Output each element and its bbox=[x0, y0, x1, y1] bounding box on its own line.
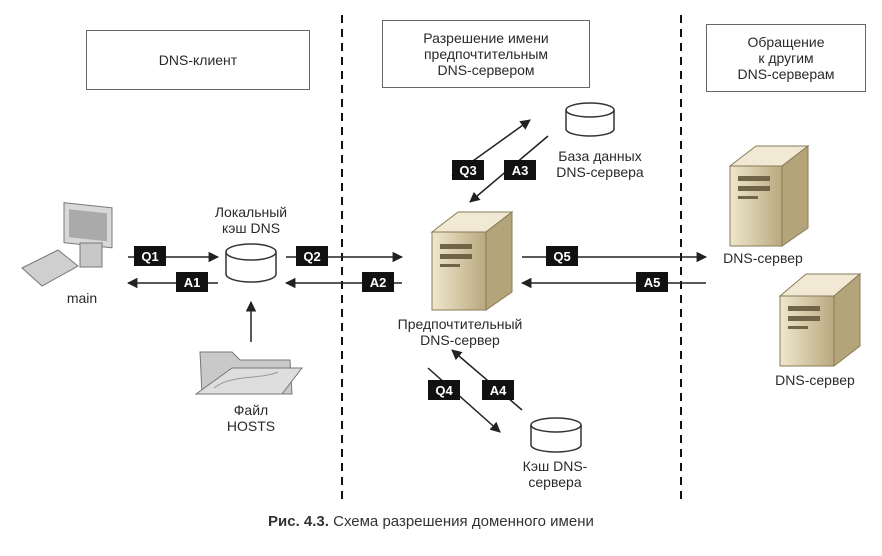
header-resolution-line-1: Разрешение имени bbox=[423, 30, 549, 46]
header-other-line-2: к другим bbox=[758, 50, 814, 66]
dns-server-1-icon bbox=[728, 144, 810, 247]
computer-icon bbox=[21, 202, 113, 287]
tag-q2: Q2 bbox=[296, 246, 328, 266]
server-cache-icon bbox=[530, 417, 582, 453]
label-database-line-1: База данных bbox=[558, 148, 642, 164]
label-main: main bbox=[66, 290, 98, 306]
tag-a3: A3 bbox=[504, 160, 536, 180]
label-local-cache-line-2: кэш DNS bbox=[221, 220, 281, 236]
label-hosts-line-1: Файл bbox=[233, 402, 269, 418]
label-database: База данных DNS-сервера bbox=[540, 148, 660, 180]
local-cache-icon bbox=[225, 243, 277, 283]
tag-a1: A1 bbox=[176, 272, 208, 292]
header-other-servers: Обращение к другим DNS-серверам bbox=[706, 24, 866, 92]
tag-a2: A2 bbox=[362, 272, 394, 292]
header-resolution-line-3: DNS-сервером bbox=[437, 62, 535, 78]
header-other-line-3: DNS-серверам bbox=[737, 66, 835, 82]
header-resolution-line-2: предпочтительным bbox=[423, 46, 549, 62]
tag-q1: Q1 bbox=[134, 246, 166, 266]
tag-a5: A5 bbox=[636, 272, 668, 292]
label-hosts: Файл HOSTS bbox=[206, 402, 296, 434]
label-local-cache-line-1: Локальный bbox=[214, 204, 288, 220]
arrow-q4 bbox=[427, 367, 501, 433]
caption-text: Схема разрешения доменного имени bbox=[333, 513, 594, 530]
label-preferred-line-1: Предпочтительный bbox=[397, 316, 523, 332]
preferred-server-icon bbox=[430, 210, 514, 311]
label-server-cache-line-1: Кэш DNS- bbox=[522, 458, 588, 474]
label-local-cache: Локальный кэш DNS bbox=[196, 204, 306, 236]
tag-q3: Q3 bbox=[452, 160, 484, 180]
label-dns-server-1: DNS-сервер bbox=[723, 250, 803, 266]
label-preferred-line-2: DNS-сервер bbox=[420, 332, 500, 348]
label-server-cache: Кэш DNS- сервера bbox=[500, 458, 610, 490]
header-resolution: Разрешение имени предпочтительным DNS-се… bbox=[382, 20, 590, 88]
tag-q5: Q5 bbox=[546, 246, 578, 266]
label-database-line-2: DNS-сервера bbox=[556, 164, 644, 180]
label-server-cache-line-2: сервера bbox=[528, 474, 582, 490]
caption-prefix: Рис. 4.3. bbox=[268, 513, 329, 530]
dns-server-2-icon bbox=[778, 272, 862, 368]
label-preferred-server: Предпочтительный DNS-сервер bbox=[370, 316, 550, 348]
header-dns-client: DNS-клиент bbox=[86, 30, 310, 90]
figure-caption: Рис. 4.3. Схема разрешения доменного име… bbox=[268, 513, 594, 530]
hosts-file-icon bbox=[194, 351, 304, 395]
header-other-line-1: Обращение bbox=[747, 34, 825, 50]
tag-q4: Q4 bbox=[428, 380, 460, 400]
database-icon bbox=[565, 102, 615, 137]
label-dns-server-2: DNS-сервер bbox=[775, 372, 855, 388]
header-dns-client-text: DNS-клиент bbox=[158, 52, 238, 68]
label-hosts-line-2: HOSTS bbox=[226, 418, 276, 434]
tag-a4: A4 bbox=[482, 380, 514, 400]
